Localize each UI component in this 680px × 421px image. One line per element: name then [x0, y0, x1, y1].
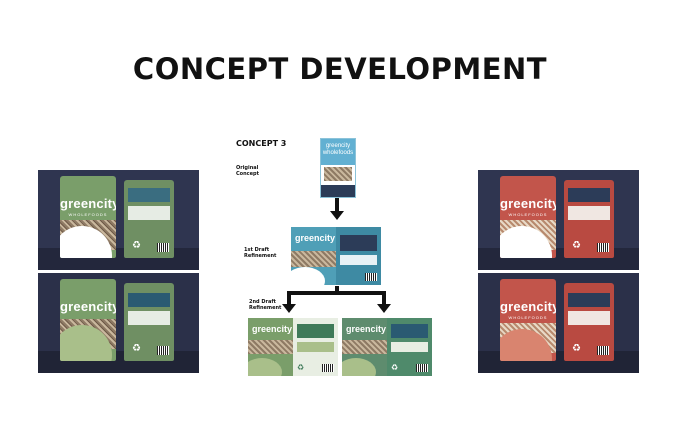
- original-pouch-text: greencity wholefoods: [322, 143, 354, 156]
- recycle-icon: ♻: [572, 240, 581, 251]
- original-concept-pouch: greencity wholefoods: [320, 138, 356, 198]
- brand-logo: greencity: [252, 324, 293, 334]
- brand-logo: greencity: [500, 299, 556, 314]
- first-draft-label: 1st Draft Refinement: [244, 247, 277, 259]
- recycle-icon: ♻: [132, 240, 141, 251]
- second-draft-artwork-a: greencity ♻: [248, 318, 338, 376]
- photo-coral-pouches-top: greencity WHOLEFOODS ♻: [478, 170, 639, 270]
- barcode-icon: [322, 364, 334, 372]
- page-title: CONCEPT DEVELOPMENT: [132, 52, 548, 86]
- photo-coral-pouches-bottom: greencity WHOLEFOODS ♻: [478, 273, 639, 373]
- brand-logo: greencity: [346, 324, 387, 334]
- recycle-icon: ♻: [391, 363, 399, 372]
- second-draft-label: 2nd Draft Refinement: [249, 299, 282, 311]
- back-pouch: ♻: [124, 283, 174, 361]
- first-draft-artwork: greencity: [291, 227, 381, 285]
- arrow-down-icon: [282, 304, 296, 313]
- barcode-icon: [597, 243, 609, 252]
- brand-logo: greencity: [60, 196, 116, 211]
- barcode-icon: [416, 364, 428, 372]
- arrow-down-icon: [377, 304, 391, 313]
- arrow-branch: [287, 291, 386, 295]
- arrow-shaft-right: [382, 291, 386, 305]
- barcode-icon: [157, 346, 169, 355]
- photo-green-pouches-bottom: greencity ♻: [38, 273, 199, 373]
- sub-brand: WHOLEFOODS: [508, 212, 548, 217]
- arrow-down-icon: [330, 211, 344, 220]
- sub-brand: WHOLEFOODS: [508, 315, 548, 320]
- front-pouch: greencity WHOLEFOODS: [500, 279, 556, 361]
- back-pouch: ♻: [124, 180, 174, 258]
- front-pouch: greencity WHOLEFOODS: [500, 176, 556, 258]
- recycle-icon: ♻: [572, 343, 581, 354]
- back-pouch: ♻: [564, 283, 614, 361]
- arrow-shaft-left: [287, 291, 291, 305]
- brand-logo: greencity: [500, 196, 556, 211]
- arrow-shaft-1: [335, 198, 339, 212]
- front-pouch: greencity: [60, 279, 116, 361]
- recycle-icon: ♻: [132, 343, 141, 354]
- concept-heading: CONCEPT 3: [236, 139, 287, 148]
- barcode-icon: [365, 273, 377, 281]
- brand-logo: greencity: [60, 299, 116, 314]
- front-pouch: greencity WHOLEFOODS: [60, 176, 116, 258]
- arrow-shaft-2: [335, 286, 339, 292]
- sub-brand: WHOLEFOODS: [68, 212, 108, 217]
- barcode-icon: [157, 243, 169, 252]
- barcode-icon: [597, 346, 609, 355]
- original-concept-label: Original Concept: [236, 165, 259, 177]
- photo-green-pouches-top: greencity WHOLEFOODS ♻: [38, 170, 199, 270]
- back-pouch: ♻: [564, 180, 614, 258]
- second-draft-artwork-b: greencity ♻: [342, 318, 432, 376]
- recycle-icon: ♻: [297, 363, 305, 372]
- brand-logo: greencity: [295, 233, 336, 243]
